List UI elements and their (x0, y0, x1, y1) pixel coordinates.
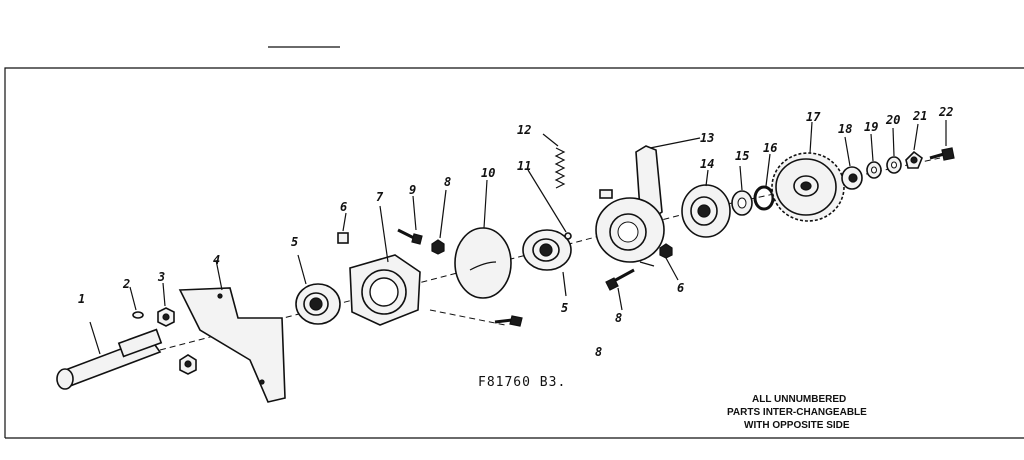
part-bolt (397, 195, 423, 245)
label-14: 14 (700, 157, 714, 171)
label-9-upper: 9 (409, 183, 416, 197)
label-2: 2 (122, 277, 130, 291)
note-line-2: PARTS INTER-CHANGEABLE (727, 407, 867, 418)
label-4: 4 (213, 253, 220, 267)
label-12: 12 (517, 123, 531, 137)
label-17: 17 (806, 110, 821, 124)
part-sprocket (771, 121, 845, 222)
label-8-lower: 8 (595, 345, 602, 359)
part-washer (731, 165, 753, 216)
note-line-1: ALL UNNUMBERED (752, 394, 846, 405)
label-3: 3 (157, 270, 165, 284)
reference-code: F81760 B3. (478, 375, 566, 390)
part-snap-ring (753, 153, 775, 211)
part-hub (841, 136, 863, 190)
label-7: 7 (376, 190, 384, 204)
part-shaft (56, 321, 163, 390)
part-screw-lower (605, 261, 655, 311)
part-clip (337, 212, 349, 244)
label-13: 13 (700, 131, 714, 145)
part-flange-housing (349, 205, 421, 326)
label-15: 15 (735, 149, 749, 163)
label-22: 22 (938, 105, 953, 119)
label-20: 20 (885, 113, 900, 127)
part-clutch-arm-housing (595, 137, 701, 263)
part-pin (527, 169, 572, 240)
label-10: 10 (481, 166, 495, 180)
part-end-bolt (929, 120, 955, 161)
label-8-upper: 8 (444, 175, 451, 189)
label-6-right: 6 (677, 281, 684, 295)
part-loose-nut (179, 354, 197, 375)
note-line-3: WITH OPPOSITE SIDE (744, 420, 850, 431)
part-bearing-left (295, 254, 341, 325)
label-8-screw: 8 (615, 311, 622, 325)
label-6-upper: 6 (340, 200, 347, 214)
label-21: 21 (912, 109, 927, 123)
label-5-middle: 5 (561, 301, 568, 315)
label-1: 1 (78, 292, 85, 306)
part-flat-washer (886, 127, 902, 174)
label-16: 16 (763, 141, 777, 155)
part-lock-washer (905, 123, 923, 169)
part-bracket (178, 259, 286, 403)
part-nut-upper (431, 189, 447, 255)
frame-border-top-left (4, 67, 1024, 438)
part-spring (542, 133, 566, 189)
part-nut-right (659, 243, 679, 281)
label-18: 18 (838, 122, 852, 136)
part-washer-small (866, 133, 882, 179)
label-5-left: 5 (291, 235, 298, 249)
label-11: 11 (517, 159, 531, 173)
part-plate (454, 179, 512, 299)
part-bearing-right (681, 169, 731, 238)
part-key (129, 286, 144, 319)
part-nut (157, 282, 175, 327)
part-lower-bolt (429, 309, 523, 327)
label-19: 19 (864, 120, 878, 134)
part-bearing-middle (522, 229, 572, 297)
